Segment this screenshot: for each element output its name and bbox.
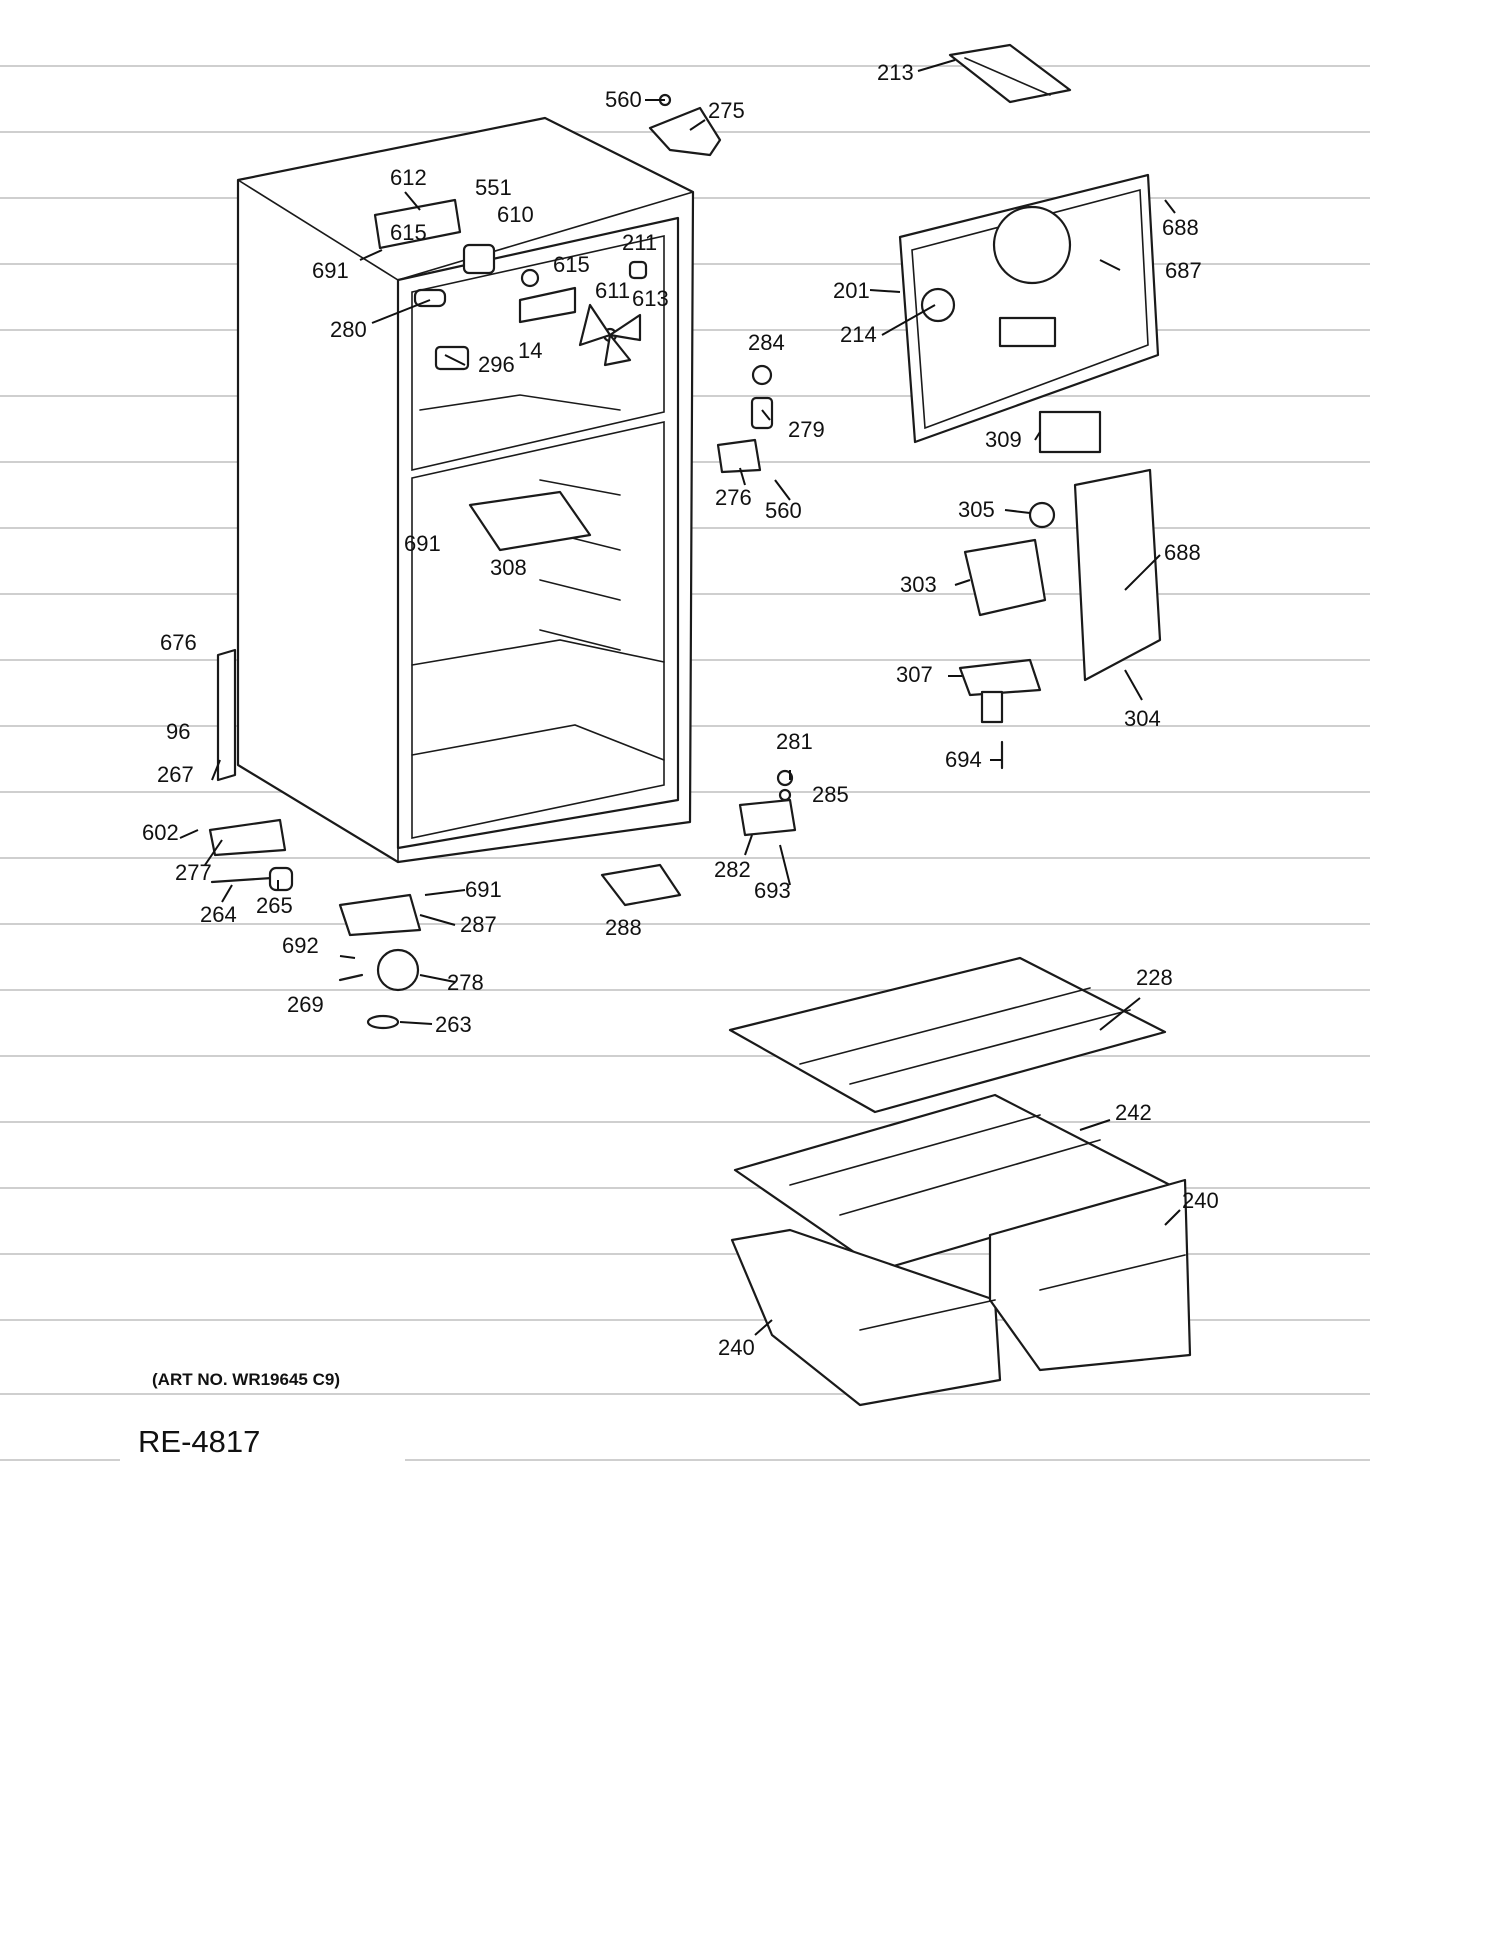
callout-label: 265: [256, 893, 293, 918]
art-number: (ART NO. WR19645 C9): [152, 1370, 340, 1389]
callout-label: 560: [605, 87, 642, 112]
callout-label: 240: [718, 1335, 755, 1360]
hardware: [208, 364, 797, 1030]
callout-label: 269: [287, 992, 324, 1017]
callout-label: 284: [748, 330, 785, 355]
callout-label: 281: [776, 729, 813, 754]
callout-label: 307: [896, 662, 933, 687]
callout-label: 276: [715, 485, 752, 510]
callout-label: 240: [1182, 1188, 1219, 1213]
callout-label: 615: [390, 220, 427, 245]
freezer-back-panel: [898, 173, 1160, 454]
callout-label: 687: [1165, 258, 1202, 283]
callout-label: 279: [788, 417, 825, 442]
callout-label: 282: [714, 857, 751, 882]
callout-label: 213: [877, 60, 914, 85]
top-hinge: [648, 93, 722, 157]
callout-label: 263: [435, 1012, 472, 1037]
crisper-drawers: [730, 1178, 1192, 1407]
callout-label: 688: [1162, 215, 1199, 240]
callout-label: 267: [157, 762, 194, 787]
ice-tray: [948, 43, 1072, 104]
reference-number: RE-4817: [138, 1424, 261, 1459]
callout-label: 211: [622, 230, 657, 255]
callout-label: 280: [330, 317, 367, 342]
callout-label: 96: [166, 719, 190, 744]
callout-label: 551: [475, 175, 512, 200]
callout-label: 308: [490, 555, 527, 580]
callout-label: 694: [945, 747, 982, 772]
callout-label: 688: [1164, 540, 1201, 565]
callout-label: 309: [985, 427, 1022, 452]
callout-label: 285: [812, 782, 849, 807]
dispenser-module: [958, 468, 1162, 770]
callout-label: 613: [632, 286, 669, 311]
callout-label: 693: [754, 878, 791, 903]
callout-label: 277: [175, 860, 212, 885]
callout-label: 610: [497, 202, 534, 227]
callout-label: 201: [833, 278, 870, 303]
callout-label: 615: [553, 252, 590, 277]
callout-label: 303: [900, 572, 937, 597]
callout-label: 214: [840, 322, 877, 347]
callout-label: 242: [1115, 1100, 1152, 1125]
callouts: 213 560 275 612 551 615 610 691 211 615 …: [142, 60, 1219, 1360]
callout-label: 692: [282, 933, 319, 958]
callout-label: 288: [605, 915, 642, 940]
callout-label: 602: [142, 820, 179, 845]
callout-label: 296: [478, 352, 515, 377]
callout-label: 228: [1136, 965, 1173, 990]
callout-label: 14: [518, 338, 542, 363]
callout-label: 264: [200, 902, 237, 927]
callout-label: 305: [958, 497, 995, 522]
callout-label: 304: [1124, 706, 1161, 731]
callout-label: 611: [595, 278, 630, 303]
callout-label: 275: [708, 98, 745, 123]
callout-label: 691: [312, 258, 349, 283]
refrigerator-cabinet: [236, 116, 695, 864]
callout-label: 287: [460, 912, 497, 937]
wire-shelf: [728, 956, 1167, 1114]
callout-label: 691: [465, 877, 502, 902]
callout-label: 691: [404, 531, 441, 556]
callout-label: 560: [765, 498, 802, 523]
callout-label: 676: [160, 630, 197, 655]
callout-label: 612: [390, 165, 427, 190]
leader-lines: [179, 59, 1181, 1336]
control-components: [373, 198, 648, 371]
callout-label: 278: [447, 970, 484, 995]
